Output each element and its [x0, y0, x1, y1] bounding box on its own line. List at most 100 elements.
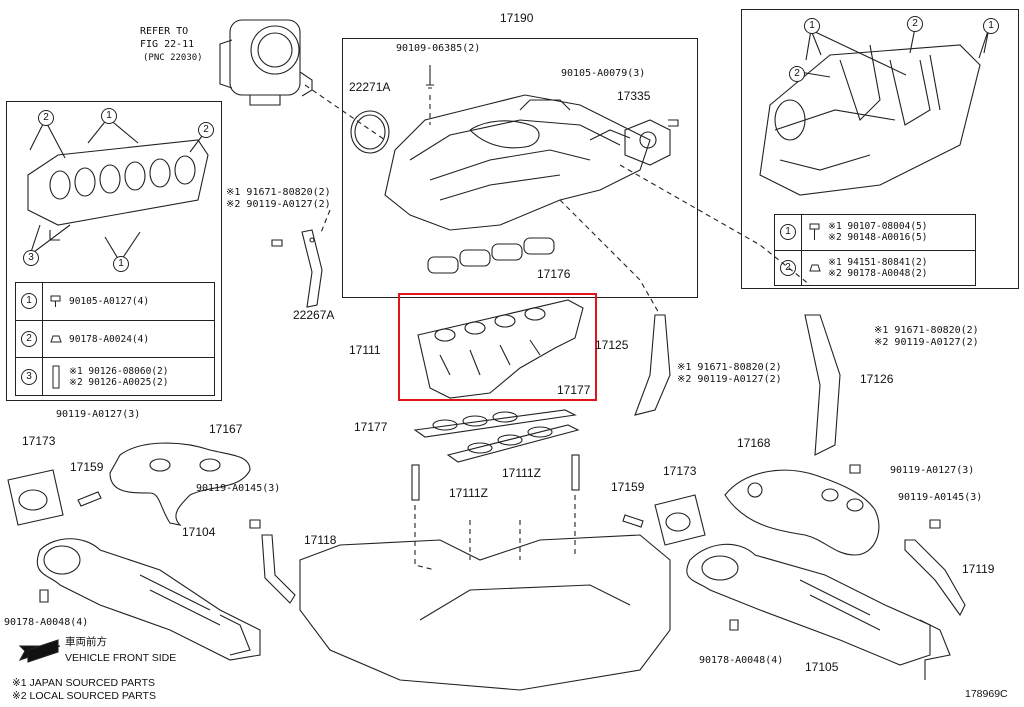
gasket-17173-right-drawing — [654, 494, 706, 546]
callout-1: 1 — [113, 256, 129, 272]
part-17335: 17335 — [617, 89, 651, 103]
part-17159-right: 17159 — [611, 480, 645, 494]
converter-17105-drawing — [686, 543, 951, 680]
part-17190: 17190 — [500, 11, 534, 25]
bolt-90119-a0127-3-right: 90119-A0127(3) — [890, 465, 975, 476]
note-local-sourced: ※2 LOCAL SOURCED PARTS — [12, 690, 156, 702]
part-17176: 17176 — [537, 267, 571, 281]
legend-row-text: 90178-A0024(4) — [69, 333, 150, 345]
bolt-90105-79: 90105-A0079(3) — [561, 68, 646, 79]
part-17126: 17126 — [860, 372, 894, 386]
part-17173-right: 17173 — [663, 464, 697, 478]
bolt-90119-a0145-left: 90119-A0145(3) — [196, 483, 281, 494]
legend-row-text: ※1 94151-80841(2) ※2 90178-A0048(2) — [828, 256, 928, 279]
right-inset-frame — [741, 9, 1019, 289]
highlighted-part-frame — [398, 293, 597, 401]
callout-2: 2 — [38, 110, 54, 126]
callout-1: 1 — [983, 18, 999, 34]
gasket-ring-drawing — [350, 110, 390, 154]
mid-bracket-bolt-2: ※2 90119-A0127(2) — [677, 374, 782, 385]
left-bracket-bolt-1: ※1 91671-80820(2) — [226, 187, 331, 198]
note-japan-sourced: ※1 JAPAN SOURCED PARTS — [12, 677, 155, 689]
figure-id: 178969C — [965, 688, 1008, 700]
legend-row-text: ※1 90126-08060(2) ※2 90126-A0025(2) — [69, 365, 169, 388]
legend-row: 1 90105-A0127(4) — [16, 283, 214, 320]
gasket-17173-left-drawing — [7, 469, 64, 526]
callout-3: 3 — [23, 250, 39, 266]
bolt-90119-a0127-3: 90119-A0127(3) — [56, 409, 141, 420]
legend-row: 3 ※1 90126-08060(2) ※2 90126-A0025(2) — [16, 357, 214, 396]
right-legend-table: 1 ※1 90107-08004(5) ※2 90148-A0016(5) 2 … — [774, 214, 976, 286]
stud-icon — [43, 365, 69, 389]
bracket-17118-drawing — [261, 534, 296, 604]
legend-row: 2 90178-A0024(4) — [16, 319, 214, 358]
insulator-17168-drawing — [724, 469, 880, 556]
upper-intake-frame — [342, 38, 698, 298]
bracket-17119-drawing — [904, 539, 966, 617]
nut-icon — [802, 261, 828, 275]
part-17167: 17167 — [209, 422, 243, 436]
callout-1: 1 — [804, 18, 820, 34]
callout-2: 2 — [907, 16, 923, 32]
part-17177-b: 17177 — [354, 420, 388, 434]
legend-row-text: 90105-A0127(4) — [69, 295, 150, 307]
legend-row: 2 ※1 94151-80841(2) ※2 90178-A0048(2) — [775, 249, 975, 285]
right-inset-manifold-drawing — [759, 44, 981, 196]
part-22267A: 22267A — [293, 308, 335, 322]
part-22271A: 22271A — [349, 80, 391, 94]
right-bracket-bolt-1: ※1 91671-80820(2) — [874, 325, 979, 336]
part-17111Z-b: 17111Z — [449, 486, 488, 500]
bolt-icon — [43, 294, 69, 308]
callout-marker: 2 — [21, 331, 37, 347]
valve-drawing — [624, 119, 679, 166]
part-17159-left: 17159 — [70, 460, 104, 474]
callout-1: 1 — [101, 108, 117, 124]
converter-17104-drawing — [36, 538, 261, 661]
upper-intake-drawing — [384, 94, 651, 231]
callout-2: 2 — [789, 66, 805, 82]
part-17119: 17119 — [962, 562, 995, 576]
mid-bracket-bolt-1: ※1 91671-80820(2) — [677, 362, 782, 373]
part-17177-a: 17177 — [557, 383, 591, 397]
throttle-body-drawing — [219, 19, 313, 106]
direction-jp: 車両前方 — [65, 636, 107, 648]
exhaust-gasket-17177-drawing — [413, 409, 580, 463]
part-17104: 17104 — [182, 525, 216, 539]
part-17111Z-a: 17111Z — [502, 466, 541, 480]
nut-icon — [43, 332, 69, 346]
part-17105: 17105 — [805, 660, 839, 674]
callout-marker: 3 — [21, 368, 37, 385]
bracket-17126-drawing — [804, 314, 841, 456]
part-17168: 17168 — [737, 436, 771, 450]
bolt-icon — [802, 222, 828, 242]
left-inset-frame — [6, 101, 222, 401]
left-legend-table: 1 90105-A0127(4) 2 90178-A0024(4) 3 ※1 9… — [15, 282, 215, 396]
bolt-90109: 90109-06385(2) — [396, 43, 481, 54]
callout-marker: 1 — [21, 293, 37, 310]
left-inset-gasket-drawing — [27, 139, 209, 241]
part-17111: 17111 — [349, 343, 381, 357]
bolt-90119-a0145-right: 90119-A0145(3) — [898, 492, 983, 503]
refer-line-1: REFER TO — [140, 26, 189, 37]
callout-marker: 2 — [780, 259, 796, 276]
legend-row: 1 ※1 90107-08004(5) ※2 90148-A0016(5) — [775, 215, 975, 250]
callout-2: 2 — [198, 122, 214, 138]
gasket-17176-drawing — [427, 237, 555, 274]
bolt-90178-left: 90178-A0048(4) — [4, 617, 89, 628]
lower-intake-drawing — [417, 299, 584, 399]
part-17118: 17118 — [304, 533, 337, 547]
engine-block-drawing — [299, 495, 671, 691]
refer-line-3: (PNC 22030) — [143, 53, 203, 63]
right-bracket-bolt-2: ※2 90119-A0127(2) — [874, 337, 979, 348]
part-17173-left: 17173 — [22, 434, 56, 448]
bracket-17125-drawing — [634, 314, 671, 416]
bolt-90178-right: 90178-A0048(4) — [699, 655, 784, 666]
bracket-22267a-drawing — [301, 229, 323, 308]
insulator-17167-drawing — [109, 442, 251, 526]
refer-line-2: FIG 22-11 — [140, 39, 195, 50]
callout-marker: 1 — [780, 224, 796, 241]
left-bracket-bolt-2: ※2 90119-A0127(2) — [226, 199, 331, 210]
part-17125: 17125 — [595, 338, 629, 352]
